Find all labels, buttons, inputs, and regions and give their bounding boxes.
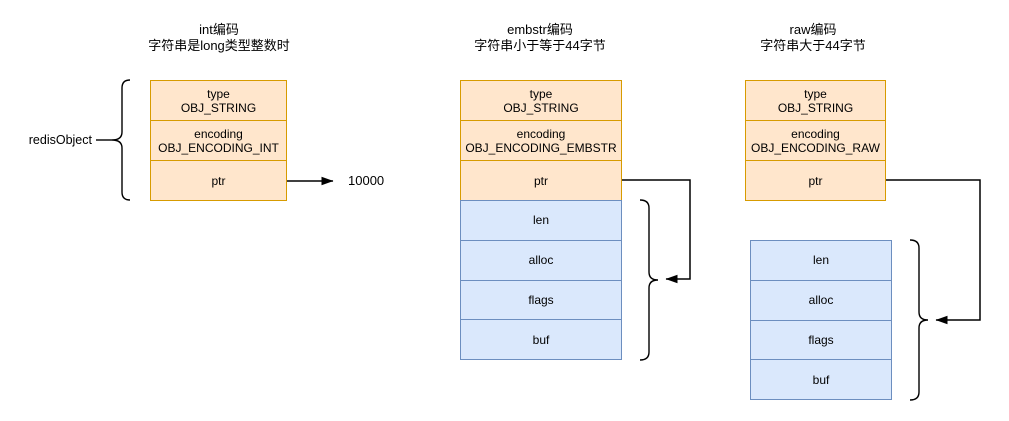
cell-line: encoding <box>194 126 243 141</box>
cell-line: len <box>532 213 549 228</box>
cell-line: OBJ_ENCODING_RAW <box>751 140 880 155</box>
embstr-cell-encoding: encoding OBJ_ENCODING_EMBSTR <box>461 120 621 160</box>
title-line1: int编码 <box>199 22 239 37</box>
cell-line: flags <box>528 292 554 307</box>
embstr-sds-cell-flags: flags <box>461 279 621 320</box>
raw-cell-type: type OBJ_STRING <box>746 81 885 120</box>
redisobject-label: redisObject <box>28 133 92 147</box>
cell-line: OBJ_STRING <box>503 100 579 115</box>
title-line2: 字符串是long类型整数时 <box>148 38 290 53</box>
cell-line: alloc <box>808 293 834 308</box>
embstr-sds-cell-buf: buf <box>461 319 621 359</box>
embstr-cell-type: type OBJ_STRING <box>461 81 621 120</box>
embstr-cell-ptr: ptr <box>461 160 621 200</box>
cell-line: flags <box>808 332 834 347</box>
raw-ptr-arrow <box>886 179 981 325</box>
cell-line: buf <box>532 332 550 347</box>
embstr-sds-box: len alloc flags buf <box>460 200 622 360</box>
cell-line: type <box>529 86 553 101</box>
raw-cell-encoding: encoding OBJ_ENCODING_RAW <box>746 120 885 160</box>
cell-line: OBJ_ENCODING_EMBSTR <box>465 140 617 155</box>
int-redisobject-box: type OBJ_STRING encoding OBJ_ENCODING_IN… <box>150 80 287 201</box>
title-line1: raw编码 <box>789 22 837 37</box>
cell-line: OBJ_STRING <box>180 100 257 115</box>
embstr-sds-cell-alloc: alloc <box>461 239 621 280</box>
embstr-ptr-arrow <box>622 179 691 284</box>
int-cell-ptr: ptr <box>151 160 286 200</box>
raw-redisobject-box: type OBJ_STRING encoding OBJ_ENCODING_RA… <box>745 80 886 201</box>
int-cell-type: type OBJ_STRING <box>151 81 286 120</box>
cell-line: len <box>812 253 829 268</box>
raw-sds-cell-len: len <box>751 241 891 280</box>
raw-cell-ptr: ptr <box>746 160 885 200</box>
cell-line: type <box>804 86 827 101</box>
cell-line: alloc <box>528 253 554 268</box>
raw-sds-cell-alloc: alloc <box>751 279 891 320</box>
cell-line: encoding <box>791 126 840 141</box>
raw-sds-box: len alloc flags buf <box>750 240 892 400</box>
title-line2: 字符串小于等于44字节 <box>474 38 606 53</box>
cell-line: ptr <box>211 173 226 188</box>
cell-line: type <box>207 86 230 101</box>
cell-line: ptr <box>533 173 548 188</box>
title-int-encoding: int编码 字符串是long类型整数时 <box>109 22 329 54</box>
int-pointer-value: 10000 <box>348 173 385 188</box>
cell-line: OBJ_STRING <box>777 100 854 115</box>
raw-sds-cell-flags: flags <box>751 319 891 360</box>
cell-line: buf <box>812 372 830 387</box>
embstr-sds-brace <box>639 199 659 361</box>
title-line2: 字符串大于44字节 <box>760 38 866 53</box>
embstr-sds-cell-len: len <box>461 201 621 240</box>
redisobject-brace <box>111 79 131 201</box>
title-raw-encoding: raw编码 字符串大于44字节 <box>703 22 923 54</box>
title-line1: embstr编码 <box>507 22 573 37</box>
title-embstr-encoding: embstr编码 字符串小于等于44字节 <box>430 22 650 54</box>
embstr-redisobject-box: type OBJ_STRING encoding OBJ_ENCODING_EM… <box>460 80 622 201</box>
cell-line: encoding <box>516 126 566 141</box>
raw-sds-cell-buf: buf <box>751 359 891 399</box>
raw-sds-brace <box>909 239 929 401</box>
cell-line: ptr <box>808 173 823 188</box>
cell-line: OBJ_ENCODING_INT <box>158 140 279 155</box>
int-cell-encoding: encoding OBJ_ENCODING_INT <box>151 120 286 160</box>
